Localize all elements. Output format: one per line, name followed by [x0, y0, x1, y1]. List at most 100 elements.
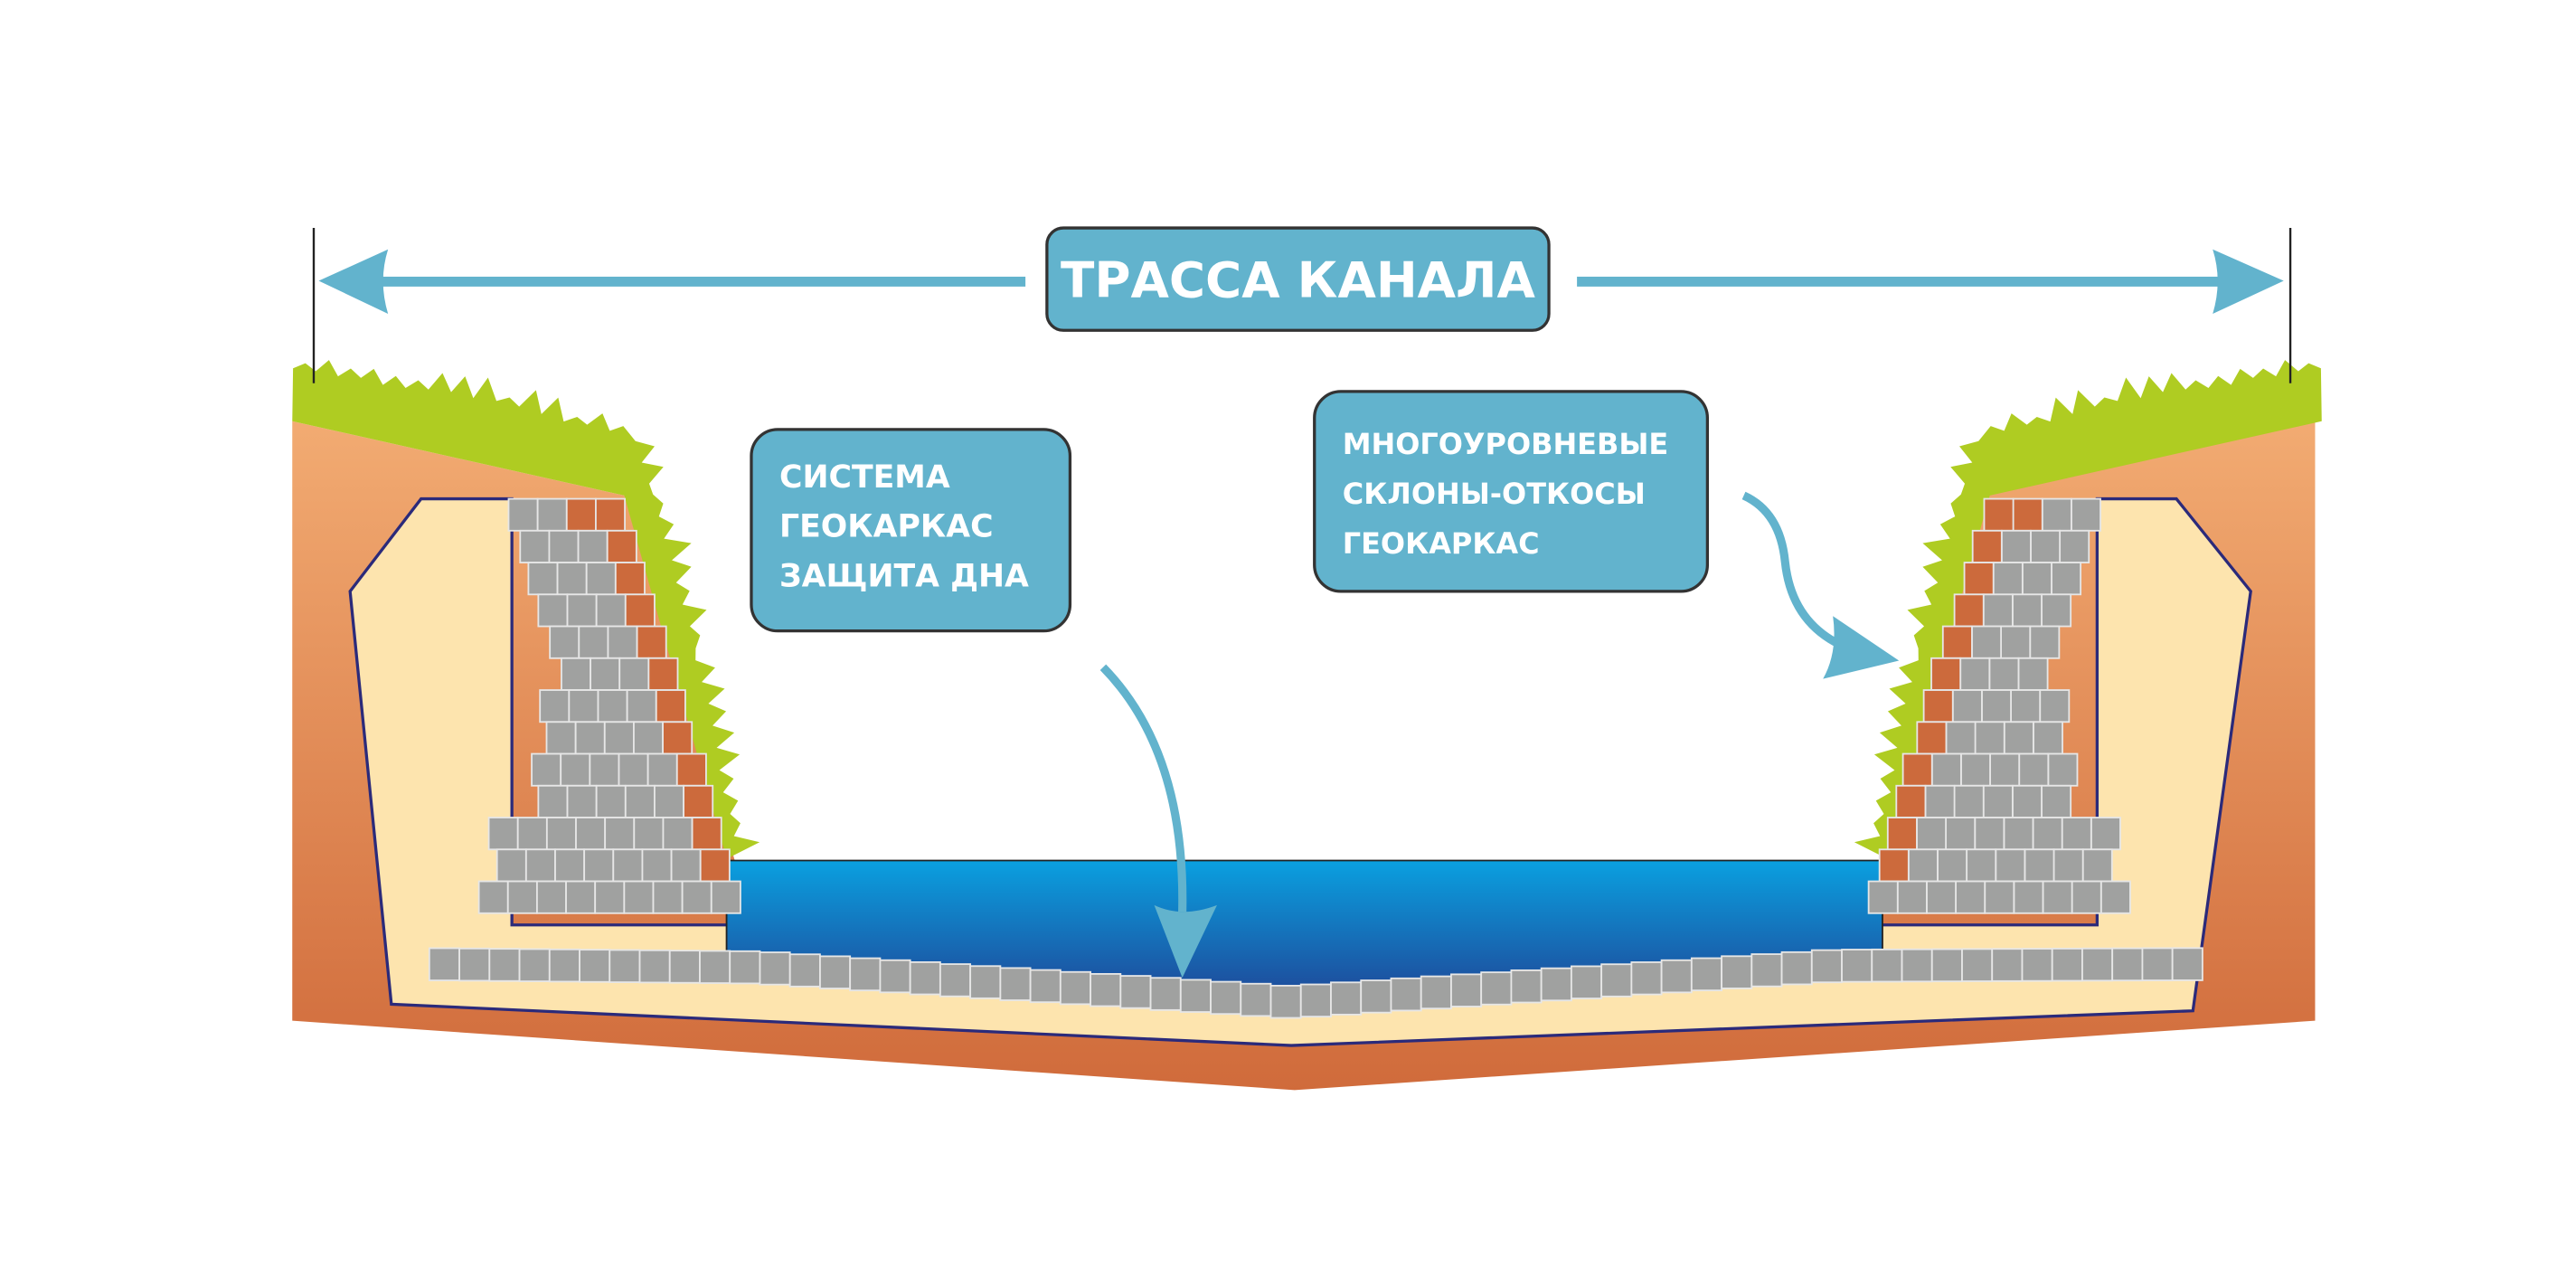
geocell-block: [624, 593, 656, 628]
geocell-block: [1922, 689, 1954, 723]
geocell-block: [2141, 947, 2174, 981]
geocell-block: [1330, 981, 1363, 1016]
geocell-block: [1390, 977, 1422, 1012]
geocell-block: [614, 562, 646, 596]
geocell-block: [1961, 948, 1994, 982]
geocell-block: [1480, 971, 1513, 1006]
geocell-block: [1983, 497, 2015, 532]
geocell-block: [595, 784, 627, 818]
geocell-block: [2081, 947, 2114, 982]
geocell-block: [595, 593, 627, 628]
geocell-block: [1953, 593, 1985, 628]
geocell-block: [531, 752, 562, 787]
geocell-block: [524, 848, 556, 883]
geocell-block: [1992, 562, 2024, 596]
geocell-block: [583, 848, 615, 883]
geocell-block: [2059, 529, 2090, 563]
geocell-block: [2099, 880, 2131, 914]
geocell-block: [548, 948, 580, 983]
geocell-block: [819, 955, 852, 989]
geocell-block: [565, 880, 597, 914]
geocell-block: [1951, 689, 1983, 723]
geocell-block: [1750, 953, 1783, 988]
geocell-block: [1660, 959, 1693, 994]
geocell-block: [604, 817, 636, 851]
geocell-block: [618, 752, 649, 787]
geocell-block: [2011, 784, 2043, 818]
geocell-block: [1540, 967, 1572, 1002]
geocell-block: [1959, 752, 1991, 787]
geocell-block: [487, 817, 519, 851]
geocell-block: [2032, 721, 2063, 755]
geocell-block: [1945, 817, 1977, 851]
geocell-block: [1982, 593, 2014, 628]
geocell-block: [652, 880, 684, 914]
geocell-block: [1953, 784, 1985, 818]
grass-right: [1854, 360, 2322, 859]
geocell-block: [699, 848, 731, 883]
geocell-block: [654, 784, 684, 818]
geocell-block: [1937, 848, 1968, 883]
geocell-block: [1930, 948, 1963, 983]
geocell-block: [681, 880, 712, 914]
geocell-block: [1941, 625, 1973, 659]
geocell-block: [1119, 975, 1152, 1009]
geocell-block: [579, 949, 611, 983]
geocell-block: [1966, 848, 1997, 883]
geocell-block: [2013, 880, 2044, 914]
geocell-block: [1029, 969, 1062, 1004]
geocell-block: [624, 784, 656, 818]
geocell-block: [675, 752, 707, 787]
geocell-block: [999, 967, 1032, 1001]
geocell-block: [2041, 593, 2072, 628]
geocell-block: [2000, 625, 2032, 659]
geocell-block: [527, 562, 559, 596]
geocell-block: [612, 848, 644, 883]
arrow-right-icon: [1577, 249, 2284, 315]
geocell-block: [2051, 562, 2082, 596]
geocell-block: [1907, 848, 1939, 883]
geocell-block: [2047, 752, 2079, 787]
title-box: ТРАССА КАНАЛА: [1045, 226, 1551, 332]
geocell-block: [561, 657, 591, 691]
geocell-block: [646, 752, 678, 787]
curved-arrow-right-icon: [1741, 491, 1900, 679]
geocell-block: [969, 965, 1002, 999]
geocell-block: [549, 625, 580, 659]
geocell-block: [623, 880, 655, 914]
geocell-block: [516, 817, 548, 851]
geocell-block: [655, 689, 686, 723]
geocell-block: [2000, 529, 2032, 563]
grass-left: [292, 360, 760, 859]
geocell-block: [574, 721, 606, 755]
geocell-block: [495, 848, 527, 883]
geocell-block: [633, 721, 664, 755]
geocell-block: [788, 953, 821, 988]
geocell-block: [662, 817, 694, 851]
geocell-block: [2029, 625, 2061, 659]
geocell-block: [1945, 721, 1977, 755]
geocell-block: [1886, 817, 1918, 851]
geocell-block: [1630, 961, 1663, 996]
geocell-block: [1924, 784, 1956, 818]
geocell-block: [477, 880, 509, 914]
geocell-block: [729, 950, 761, 985]
geocell-block: [1871, 948, 1903, 983]
geocell-block: [575, 817, 607, 851]
geocell-block: [626, 689, 657, 723]
geocell-block: [545, 721, 577, 755]
geocell-block: [1930, 657, 1962, 691]
geocell-block: [2030, 529, 2062, 563]
geocell-block: [1982, 784, 2014, 818]
geocell-block: [519, 529, 551, 563]
geocell-block: [1878, 848, 1910, 883]
callout-2-line-3: ГЕОКАРКАС: [1343, 526, 1540, 561]
geocell-block: [507, 497, 539, 532]
geocell-block: [458, 947, 491, 982]
geocell-block: [595, 497, 626, 532]
geocell-block: [1450, 973, 1483, 1007]
geocell-block: [2024, 848, 2055, 883]
geocell-block: [589, 752, 620, 787]
callout-multilevel-slopes: МНОГОУРОВНЕВЫЕ СКЛОНЫ-ОТКОСЫ ГЕОКАРКАС: [1313, 390, 1710, 593]
geocell-block: [539, 689, 571, 723]
